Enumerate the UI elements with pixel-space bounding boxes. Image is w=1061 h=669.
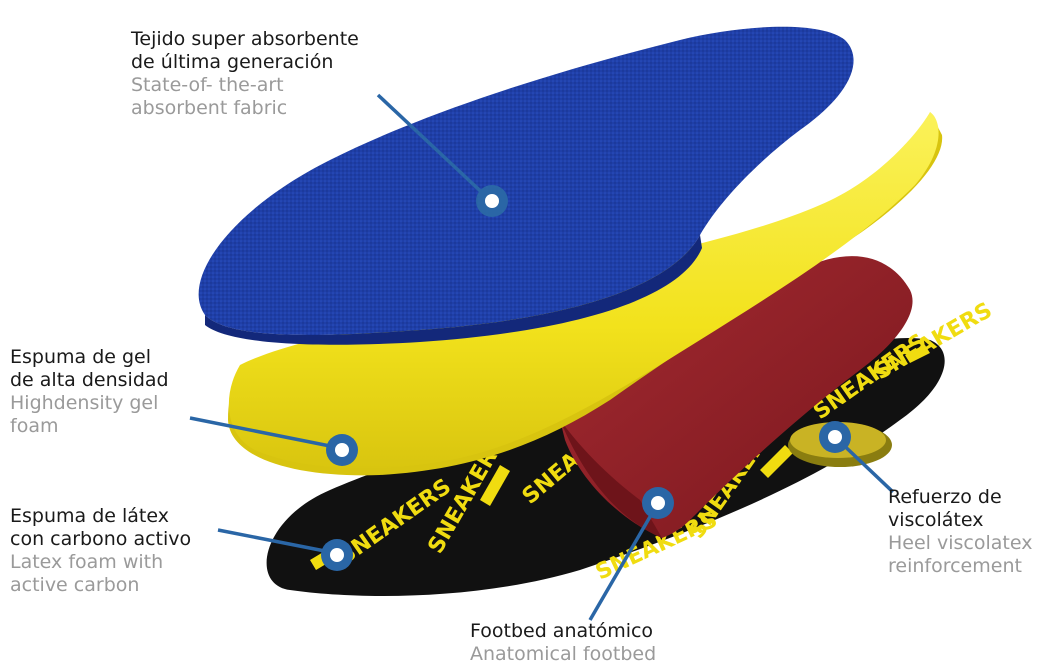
fabric-label-es-line2: de última generación bbox=[131, 51, 359, 74]
gel-label-es-line2: de alta densidad bbox=[10, 369, 169, 392]
latex-label-es-line2: con carbono activo bbox=[10, 528, 191, 551]
gel-label: Espuma de gel de alta densidad Highdensi… bbox=[10, 346, 169, 438]
fabric-marker-icon bbox=[476, 185, 508, 217]
heel-label-es-line1: Refuerzo de bbox=[888, 486, 1032, 509]
footbed-label-en-line1: Anatomical footbed bbox=[470, 643, 656, 666]
latex-label-en-line2: active carbon bbox=[10, 574, 191, 597]
heel-marker-icon bbox=[819, 421, 851, 453]
latex-label: Espuma de látex con carbono activo Latex… bbox=[10, 505, 191, 597]
footbed-label-es-line1: Footbed anatómico bbox=[470, 620, 656, 643]
heel-label: Refuerzo de viscolátex Heel viscolatex r… bbox=[888, 486, 1032, 578]
heel-label-es-line2: viscolátex bbox=[888, 509, 1032, 532]
latex-marker-icon bbox=[321, 539, 353, 571]
latex-label-en-line1: Latex foam with bbox=[10, 551, 191, 574]
heel-label-en-line1: Heel viscolatex bbox=[888, 532, 1032, 555]
fabric-label-en-line1: State-of- the-art bbox=[131, 74, 359, 97]
heel-label-en-line2: reinforcement bbox=[888, 555, 1032, 578]
footbed-label: Footbed anatómico Anatomical footbed bbox=[470, 620, 656, 666]
gel-label-en-line2: foam bbox=[10, 415, 169, 438]
gel-label-es-line1: Espuma de gel bbox=[10, 346, 169, 369]
fabric-label-en-line2: absorbent fabric bbox=[131, 97, 359, 120]
gel-marker-icon bbox=[326, 434, 358, 466]
gel-label-en-line1: Highdensity gel bbox=[10, 392, 169, 415]
fabric-label: Tejido super absorbente de última genera… bbox=[131, 28, 359, 120]
footbed-marker-icon bbox=[642, 487, 674, 519]
latex-label-es-line1: Espuma de látex bbox=[10, 505, 191, 528]
fabric-label-es-line1: Tejido super absorbente bbox=[131, 28, 359, 51]
